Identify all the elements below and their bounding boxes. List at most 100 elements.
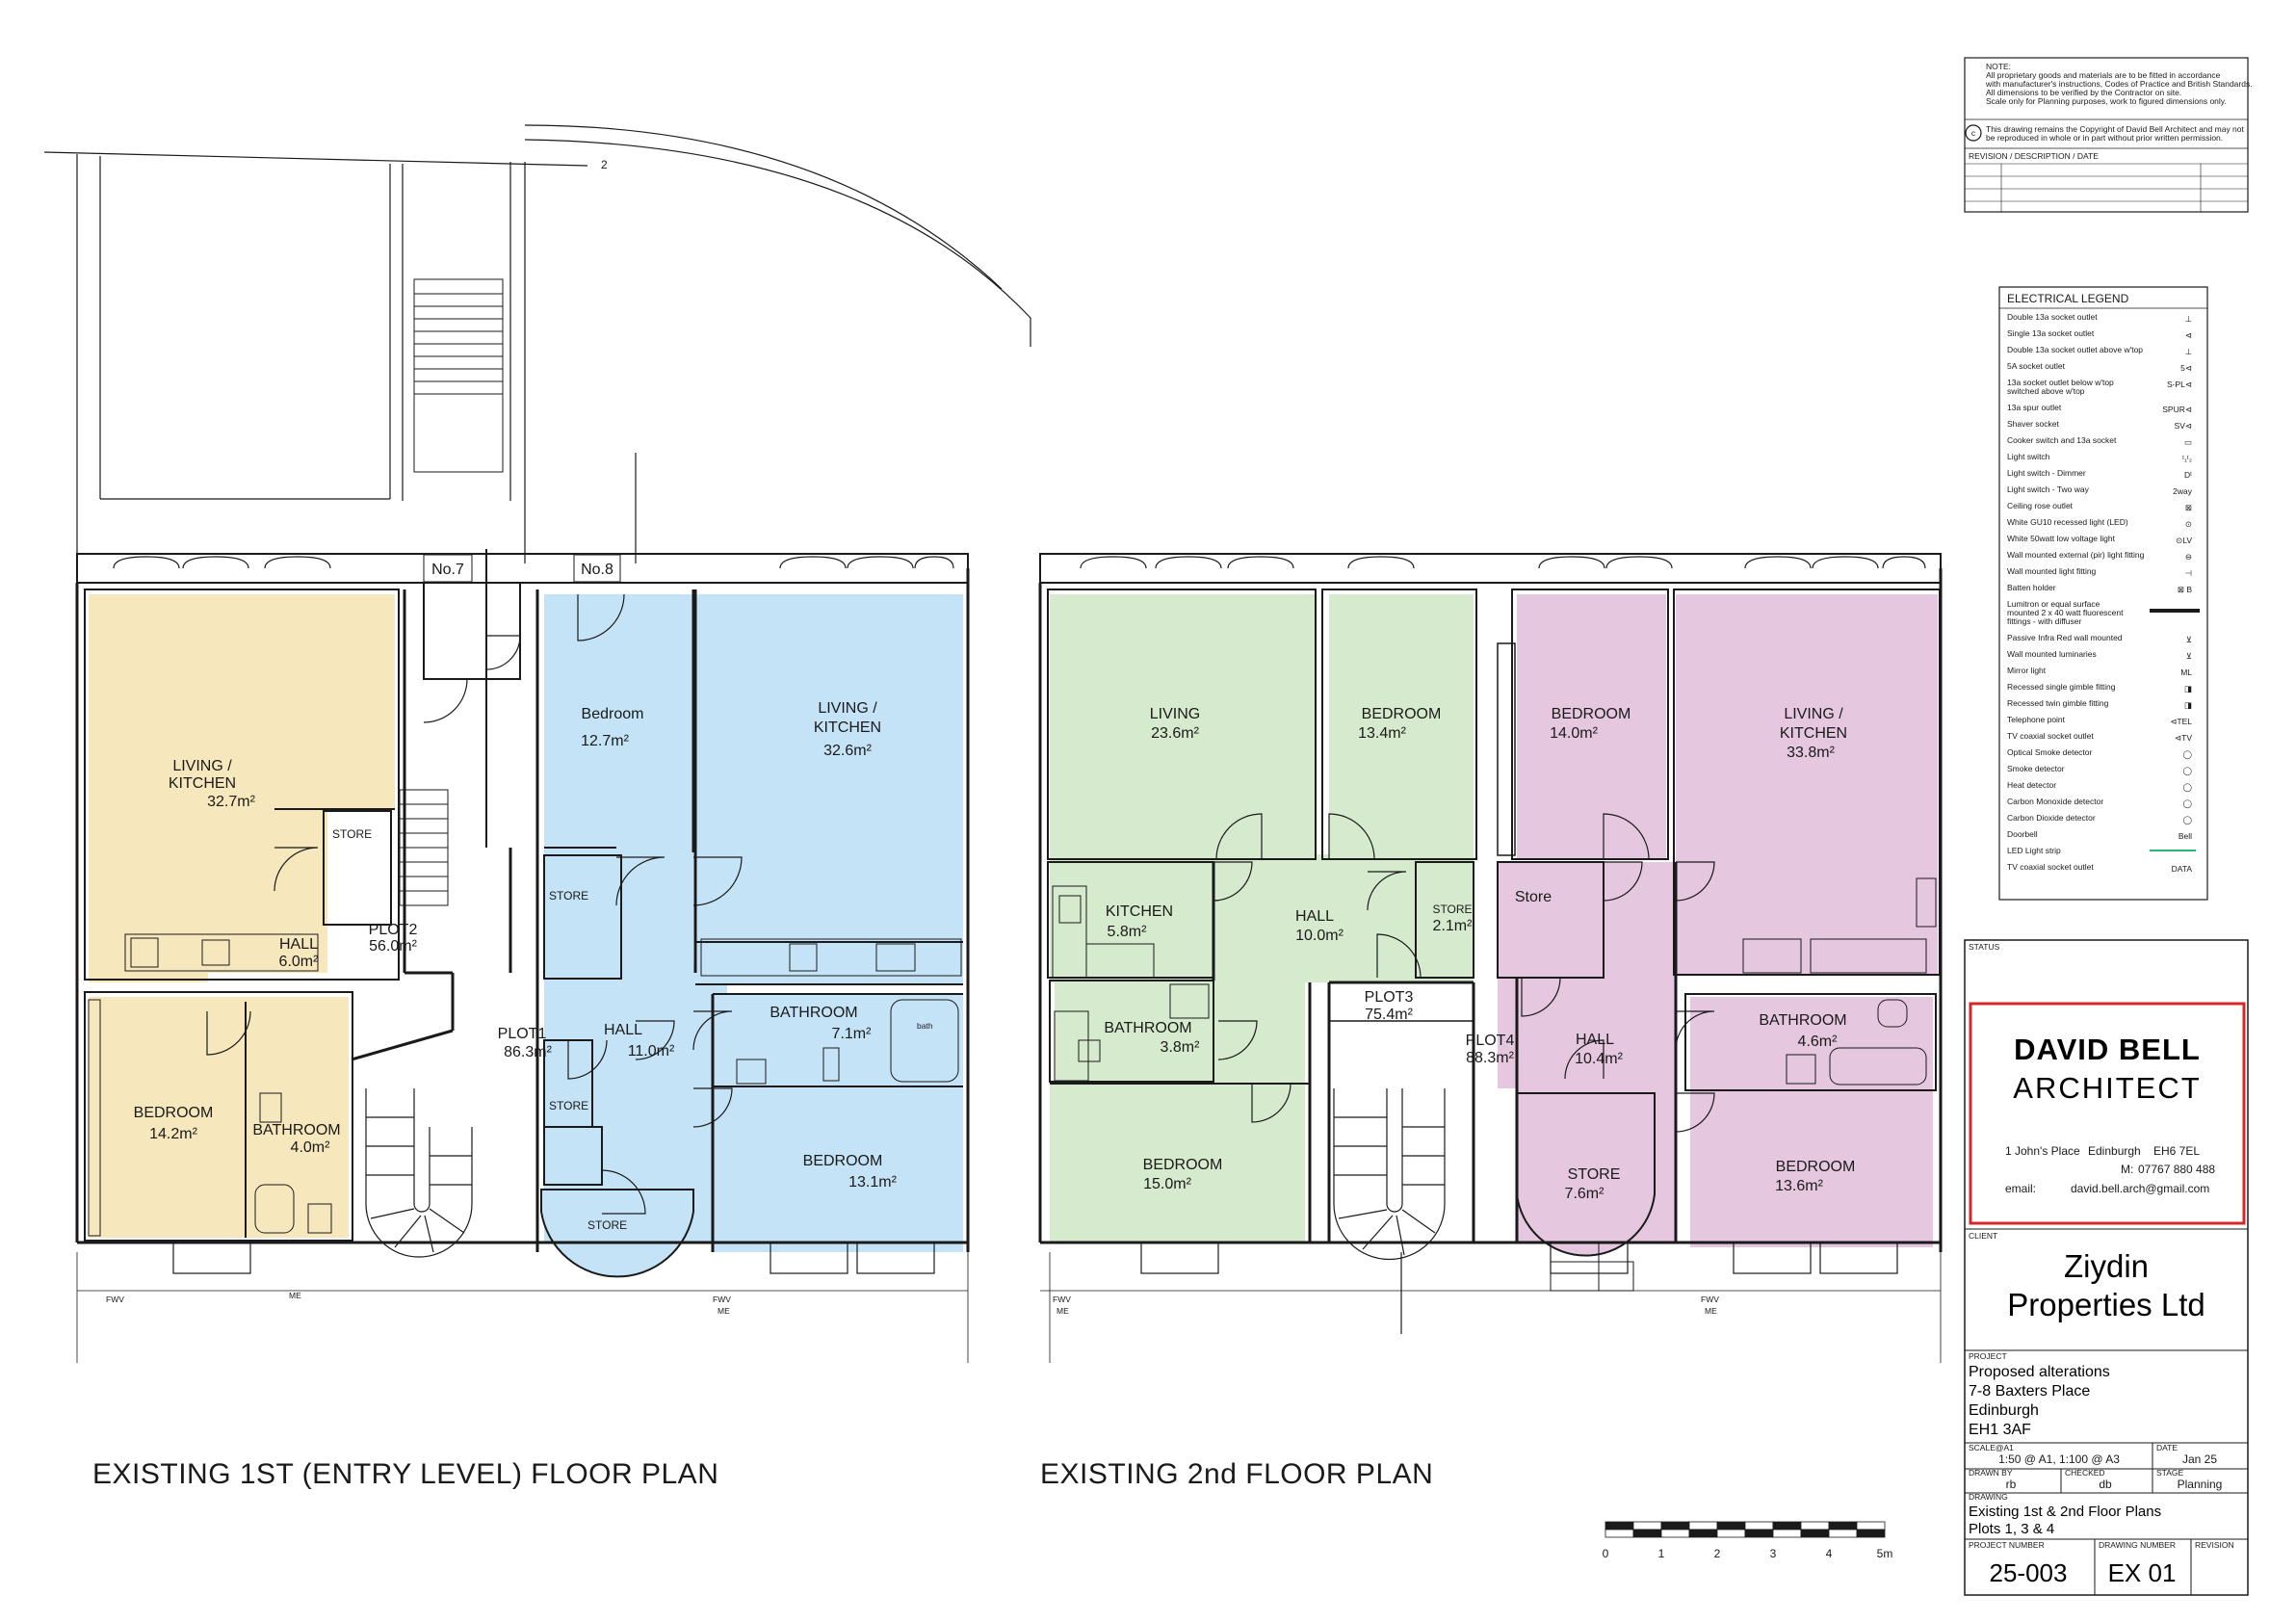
project-label: PROJECT [1969, 1351, 2007, 1361]
legend-item-label: Ceiling rose outlet [2007, 501, 2074, 510]
legend-symbol-icon: S-PL⊲ [2167, 379, 2192, 389]
copyright-line-1: This drawing remains the Copyright of Da… [1986, 124, 2245, 134]
date-label: DATE [2156, 1443, 2178, 1452]
room-living-kitchen-p1-name: LIVING / [818, 700, 877, 717]
client-line-2: Properties Ltd [2007, 1287, 2205, 1322]
status-label: STATUS [1969, 942, 2000, 952]
legend-symbol-icon: 5⊲ [2180, 363, 2192, 373]
windows-top-second [1080, 556, 1926, 569]
second-floor-plan: LIVING 23.6m² BEDROOM 13.4m² KITCHEN 5.8… [1038, 553, 1943, 1490]
door-labels-first: No.7 No.8 [423, 554, 621, 583]
room-kitchen-p3-name: KITCHEN [1106, 903, 1173, 920]
legend-item-label: Shaver socket [2007, 419, 2059, 429]
scale-tick-4: 4 [1826, 1547, 1833, 1560]
projno-label: PROJECT NUMBER [1969, 1540, 2045, 1550]
scale-cell [1605, 1521, 1634, 1530]
plot2-area: 56.0m² [369, 938, 417, 955]
room-labels-second: LIVING 23.6m² BEDROOM 13.4m² KITCHEN 5.8… [1104, 706, 1855, 1202]
legend-item-label: Wall mounted luminaries [2007, 649, 2097, 659]
room-hall-p1-name: HALL [604, 1022, 642, 1038]
room-hall-p2-area: 6.0m² [279, 954, 320, 970]
windows-bottom-first [172, 1242, 935, 1274]
room-hall-p1-area: 11.0m² [628, 1043, 675, 1060]
brand-email-label: email: [2005, 1182, 2036, 1195]
room-bathroom-p2-area: 4.0m² [291, 1139, 331, 1156]
room-bathroom-p1-area: 7.1m² [832, 1026, 873, 1042]
legend-symbol-icon: ⊲TV [2175, 733, 2192, 743]
legend-symbol-icon: ᵗ₁ᵗ₂ [2182, 454, 2192, 463]
legend-item-label: Batten holder [2007, 583, 2056, 592]
scale-tick-3: 3 [1770, 1547, 1777, 1560]
room-kitchen-p3-area: 5.8m² [1108, 924, 1148, 940]
scale-cell [1632, 1521, 1662, 1530]
room-living-kitchen-p4-name: LIVING / [1784, 706, 1843, 722]
legend-symbol-icon: ◯ [2182, 749, 2192, 760]
legend-symbol-icon: Dᵗ [2184, 470, 2192, 480]
second-floor-walls [1038, 553, 1943, 1257]
room-living-kitchen-p2-name2: KITCHEN [169, 775, 236, 792]
room-store-p4-round-area: 7.6m² [1565, 1186, 1605, 1202]
scale-tick-0: 0 [1603, 1547, 1609, 1560]
legend-symbol-icon: ⊖ [2185, 552, 2192, 562]
fwv-markers-first: FWV ME FWV ME [76, 1252, 969, 1363]
legend-item-label: Recessed single gimble fitting [2007, 682, 2116, 692]
fwv-label-d: FWV [1701, 1295, 1719, 1304]
legend-item-label: mounted 2 x 40 watt fluorescent [2007, 608, 2124, 617]
room-store-p3-name: STORE [1432, 903, 1472, 916]
doors-first [206, 593, 743, 1215]
date-value: Jan 25 [2182, 1452, 2217, 1466]
legend-item-label: Light switch [2007, 452, 2050, 461]
scale-cell [1688, 1521, 1718, 1530]
fwv-label-b: FWV [713, 1295, 731, 1304]
fwv-label-c: FWV [1053, 1295, 1071, 1304]
legend-item-label: Passive Infra Red wall mounted [2007, 633, 2123, 642]
legend-symbol-icon: ML [2180, 667, 2192, 677]
scale-cell [1632, 1529, 1662, 1538]
legend-symbol-icon: ◯ [2182, 815, 2192, 825]
legend-item-label: switched above w'top [2007, 386, 2085, 396]
copyright-symbol: c [1971, 128, 1976, 138]
checked-value: db [2099, 1478, 2112, 1491]
round-store-first [540, 1189, 694, 1278]
legend-item-label: 5A socket outlet [2007, 361, 2066, 371]
legend-symbol-icon: ◯ [2182, 798, 2192, 809]
fixtures-second [1052, 877, 1937, 1292]
first-floor-title: EXISTING 1ST (ENTRY LEVEL) FLOOR PLAN [92, 1458, 718, 1490]
plot3-fill [1050, 594, 1474, 1243]
plot4-area: 88.3m² [1466, 1050, 1514, 1066]
legend-symbol-icon: ◯ [2182, 766, 2192, 776]
stage-value: Planning [2178, 1478, 2223, 1491]
room-store-p2: STORE [332, 827, 372, 841]
room-store-p1-b: STORE [549, 1099, 588, 1112]
plot3-area: 75.4m² [1365, 1007, 1413, 1023]
legend-symbol-icon: ◨ [2184, 700, 2192, 710]
door-no8: No.8 [581, 562, 613, 578]
scale-label: SCALE@A1 [1969, 1443, 2014, 1452]
scale-tick-2: 2 [1714, 1547, 1721, 1560]
scale-bar: 0 1 2 3 4 5m [1603, 1521, 1892, 1560]
room-store-p3-area: 2.1m² [1433, 918, 1474, 934]
legend-item-label: Wall mounted light fitting [2007, 566, 2097, 576]
room-bedroom-p1b-area: 13.1m² [848, 1174, 897, 1190]
legend-item-label: Light switch - Dimmer [2007, 468, 2086, 478]
legend-item-label: TV coaxial socket outlet [2007, 731, 2094, 741]
scale-bar-cells [1605, 1521, 1886, 1538]
scale-cell [1772, 1529, 1802, 1538]
legend-symbol-icon: ⊲ [2185, 330, 2192, 340]
room-store-p1-round: STORE [587, 1218, 627, 1232]
room-bedroom-p2-area: 14.2m² [149, 1126, 197, 1142]
legend-title: ELECTRICAL LEGEND [2007, 292, 2129, 305]
legend-item-label: Cooker switch and 13a socket [2007, 435, 2117, 445]
scale-cell [1828, 1529, 1858, 1538]
plot4-name: PLOT4 [1466, 1033, 1515, 1049]
room-labels-first: LIVING / KITCHEN 32.7m² STORE HALL 6.0m²… [134, 700, 933, 1232]
legend-item-label: Light switch - Two way [2007, 484, 2090, 494]
door-no7: No.7 [431, 562, 464, 578]
brand-address: 1 John's Place [2005, 1144, 2080, 1158]
room-bedroom-p3-area: 13.4m² [1358, 725, 1406, 742]
legend-symbol-icon: ⊥ [2185, 347, 2193, 356]
brand-postcode: EH6 7EL [2153, 1144, 2200, 1158]
checked-label: CHECKED [2065, 1468, 2105, 1478]
legend-item-label: Mirror light [2007, 666, 2047, 675]
legend-item-label: LED Light strip [2007, 846, 2061, 855]
